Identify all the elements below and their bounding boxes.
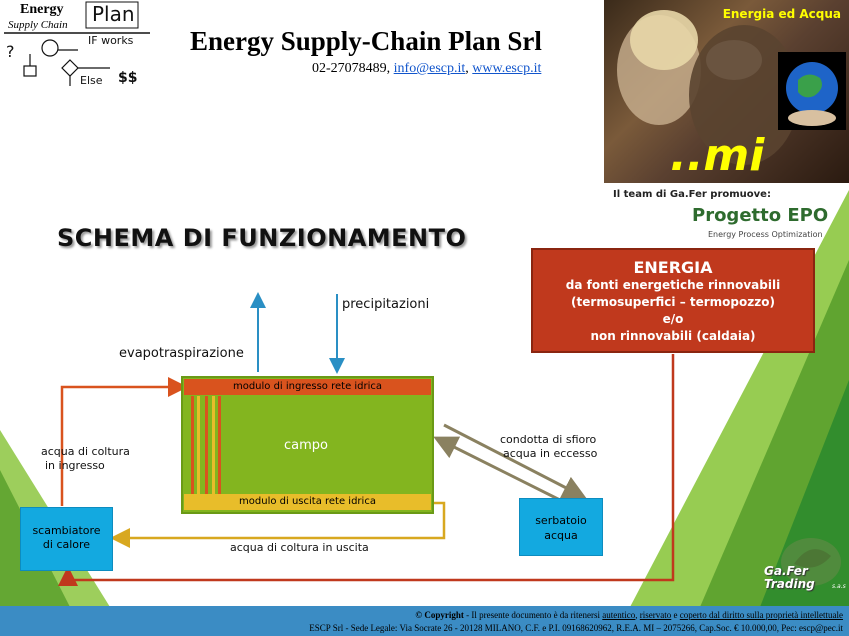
field-area [181, 376, 434, 514]
logo-question: ? [6, 42, 15, 61]
inlet-module: modulo di ingresso rete idrica [184, 379, 431, 395]
inlet-water-label-2: in ingresso [45, 459, 105, 472]
copyright-sep1: , [635, 610, 640, 620]
header-photo: Energia ed Acqua ..mi [604, 0, 849, 183]
logo-plan: Plan [92, 2, 135, 26]
copyright-sep2: e [671, 610, 680, 620]
logo-dollar: $$ [118, 70, 138, 86]
overflow-label-2: acqua in eccesso [503, 447, 598, 460]
overflow-arrow-out [443, 423, 587, 499]
heat-exchanger-label-2: di calore [42, 538, 91, 551]
heat-exchanger-label-1: scambiatore [32, 524, 101, 537]
energy-line [58, 354, 675, 586]
schema-title: SCHEMA DI FUNZIONAMENTO [57, 224, 467, 252]
copyright-line: © Copyright - Il presente documento è da… [415, 610, 843, 620]
legal-line: ESCP Srl - Sede Legale: Via Socrate 26 -… [309, 623, 843, 633]
energy-box-line3: e/o [662, 312, 684, 326]
website-link[interactable]: www.escp.it [472, 61, 542, 76]
energy-box: ENERGIA da fonti energetiche rinnovabili… [531, 248, 815, 353]
water-tank-box: serbatoio acqua [519, 498, 603, 556]
contact-line: 02-27078489, info@escp.it, www.escp.it [312, 61, 541, 77]
logo-if-works: IF works [88, 34, 134, 47]
globe-image [778, 52, 846, 130]
photo-caption: Energia ed Acqua [722, 7, 841, 21]
energy-box-head: ENERGIA [633, 258, 713, 277]
heat-exchanger-box: scambiatore di calore [20, 507, 113, 571]
field-stripes [191, 396, 221, 496]
team-promo-text: Il team di Ga.Fer promuove: [613, 189, 771, 200]
precipitation-label: precipitazioni [342, 297, 430, 312]
photo-figures [617, 10, 799, 165]
copyright-autentico: autentico [602, 610, 636, 620]
logo-energy: Energy [20, 2, 64, 17]
gafer-logo-text: Ga.Fer Trading [764, 565, 815, 591]
inlet-water-line [60, 377, 188, 506]
gafer-line1: Ga.Fer [764, 564, 808, 578]
epo-subtitle: Energy Process Optimization [708, 230, 823, 239]
inlet-water-label-1: acqua di coltura [41, 445, 130, 458]
copyright-text: - Il presente documento è da ritenersi [463, 610, 603, 620]
water-tank-label-1: serbatoio [535, 514, 587, 527]
footer-bar [0, 606, 849, 636]
energy-box-line1: da fonti energetiche rinnovabili [565, 278, 781, 292]
evapotranspiration-label: evapotraspirazione [119, 346, 244, 361]
phone-number: 02-27078489, [312, 61, 394, 76]
overflow-arrow-back [433, 436, 567, 505]
outlet-water-line [110, 501, 446, 548]
gafer-leaf-icon [781, 538, 841, 586]
copyright-riservato: riservato [639, 610, 672, 620]
gafer-sas: s.a.s [832, 583, 846, 590]
company-logo: Energy Supply Chain Plan IF works Else $… [0, 0, 152, 95]
copyright-label: © Copyright [415, 610, 464, 620]
company-title: Energy Supply-Chain Plan Srl [190, 26, 542, 56]
contact-separator: , [465, 61, 473, 76]
logo-sketch [4, 1, 150, 86]
overflow-label-1: condotta di sfioro [500, 433, 597, 446]
logo-supply-chain: Supply Chain [8, 19, 68, 31]
field-label: campo [284, 438, 328, 453]
energy-box-line4: non rinnovabili (caldaia) [590, 329, 756, 343]
email-link[interactable]: info@escp.it [393, 61, 466, 76]
energy-box-line2: (termosuperfici – termopozzo) [571, 295, 775, 309]
photo-overlay-text: ..mi [670, 130, 765, 181]
outlet-water-label: acqua di coltura in uscita [230, 541, 369, 554]
copyright-coperto: coperto dal diritto sulla proprietà inte… [679, 610, 843, 620]
water-tank-label-2: acqua [544, 529, 578, 542]
logo-else: Else [80, 74, 103, 87]
outlet-module: modulo di uscita rete idrica [184, 494, 431, 510]
gafer-line2: Trading [764, 577, 815, 591]
epo-title: Progetto EPO [692, 205, 829, 226]
